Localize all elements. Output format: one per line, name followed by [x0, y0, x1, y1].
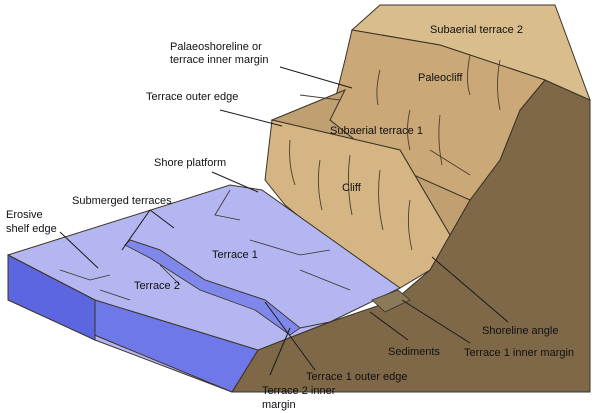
label-palaeoshoreline-line2: terrace inner margin [170, 54, 268, 66]
label-shore-platform: Shore platform [154, 157, 226, 169]
seabed-lines [59, 189, 351, 301]
label-terrace-1-outer-edge: Terrace 1 outer edge [306, 371, 408, 383]
label-palaeoshoreline-line1: Palaeoshoreline or [170, 41, 262, 53]
sediments [371, 289, 411, 313]
label-terrace-2-inner-line2: margin [262, 399, 296, 411]
label-subaerial-terrace-2: Subaerial terrace 2 [430, 24, 523, 36]
label-sediments: Sediments [388, 346, 440, 358]
label-terrace-1: Terrace 1 [212, 249, 258, 261]
label-shoreline-angle: Shoreline angle [482, 325, 558, 337]
label-terrace-2: Terrace 2 [134, 280, 180, 292]
label-erosive-line2: shelf edge [6, 223, 57, 235]
label-paleocliff: Paleocliff [418, 72, 463, 84]
sea-front-face-left [7, 254, 96, 341]
label-submerged-terraces: Submerged terraces [72, 195, 172, 207]
label-terrace-outer-edge: Terrace outer edge [146, 91, 238, 103]
label-cliff: Cliff [342, 182, 362, 194]
label-erosive-line1: Erosive [6, 209, 43, 221]
terrace-step-strip [124, 239, 301, 336]
leader-lines [59, 66, 509, 376]
label-subaerial-terrace-1: Subaerial terrace 1 [330, 125, 423, 137]
cliff-texture [289, 54, 501, 251]
label-terrace-2-inner-line1: Terrace 2 inner [262, 385, 336, 397]
label-terrace-1-inner-margin: Terrace 1 inner margin [464, 347, 574, 359]
